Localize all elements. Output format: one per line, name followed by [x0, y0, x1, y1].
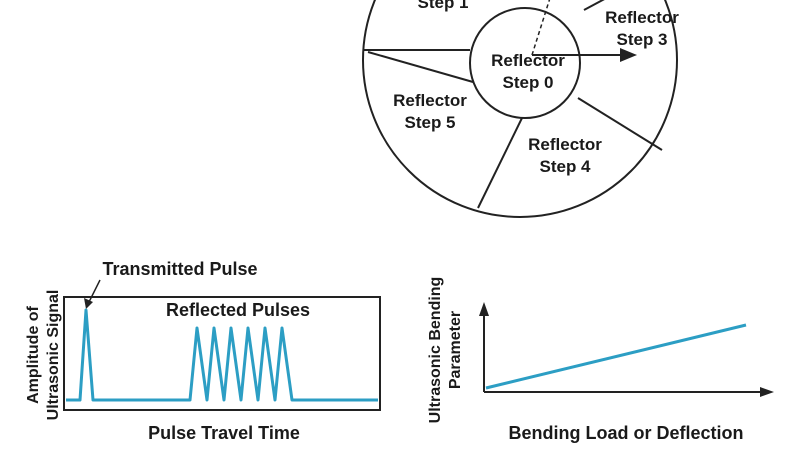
bending-ylabel-line2: Parameter [447, 311, 464, 389]
reflected-pulses-label: Reflected Pulses [166, 300, 310, 320]
y-axis-arrow-icon [479, 302, 489, 316]
center-label-line2: Step 0 [502, 73, 553, 92]
bending-xlabel: Bending Load or Deflection [508, 423, 743, 443]
dashed-indicator [531, 0, 551, 56]
divider-line [583, 0, 605, 11]
inner-circle [469, 7, 581, 119]
pulse-ylabel-line2: Ultrasonic Signal [45, 290, 62, 421]
pulse-signal-trace [66, 308, 378, 402]
divider-line [477, 117, 523, 209]
step4-label-line2: Step 4 [539, 157, 591, 176]
step4-label-line1: Reflector [528, 135, 602, 154]
divider-line [367, 51, 474, 83]
pulse-plot: Amplitude of Ultrasonic Signal Pulse Tra… [25, 259, 381, 443]
divider-line [577, 97, 663, 151]
step5-label-line2: Step 5 [404, 113, 455, 132]
outer-ring [362, 0, 678, 218]
transmitted-pointer [87, 279, 101, 305]
bending-ylabel-line1: Ultrasonic Bending [427, 277, 444, 424]
arrow-head-icon [620, 48, 637, 62]
step3-label-line1: Reflector [605, 8, 679, 27]
transmitted-pulse-label: Transmitted Pulse [102, 259, 257, 279]
x-axis-arrow-icon [760, 387, 774, 397]
pulse-xlabel: Pulse Travel Time [148, 423, 300, 443]
pointer-arrow-icon [84, 298, 93, 309]
step3-label-line2: Step 3 [616, 30, 667, 49]
step1-label: Step 1 [417, 0, 468, 12]
pulse-ylabel-line1: Amplitude of [25, 305, 42, 403]
pulse-plot-frame [63, 296, 381, 411]
center-label-line1: Reflector [491, 51, 565, 70]
bending-plot: Ultrasonic Bending Parameter Bending Loa… [427, 277, 774, 443]
reflector-disk: Reflector Step 0 Step 1 Reflector Step 3… [362, 0, 679, 218]
bending-trend-line [485, 323, 747, 390]
step5-label-line1: Reflector [393, 91, 467, 110]
